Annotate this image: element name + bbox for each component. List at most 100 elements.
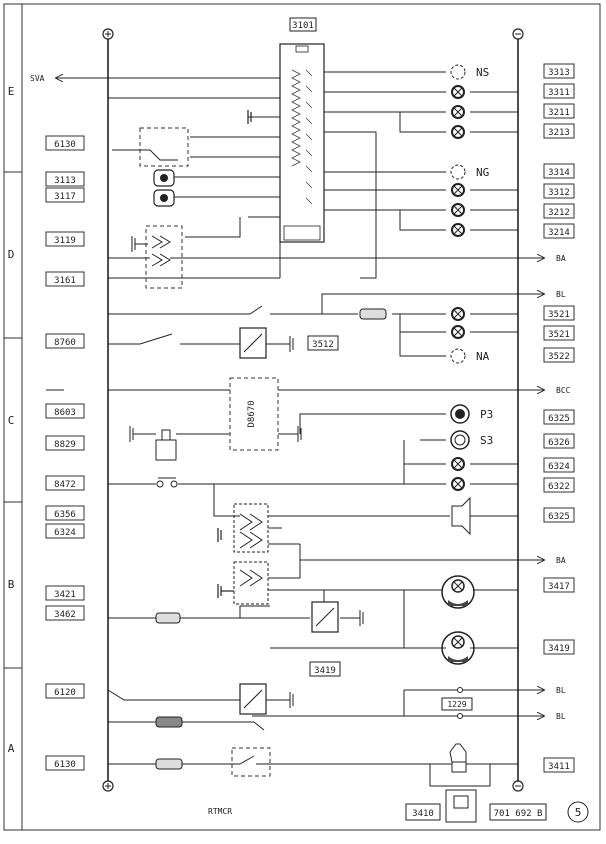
footer-box-3410 — [405, 803, 441, 821]
indicator-wires — [299, 413, 518, 485]
zone-label-b: B — [8, 578, 15, 591]
page-number: 5 — [575, 806, 582, 819]
relay-3512-label-box — [307, 335, 339, 351]
left-ref-label: 3113 — [54, 176, 76, 186]
fuse-box-1229-label: 1229 — [447, 700, 466, 709]
right-ref-label: 6324 — [548, 462, 570, 472]
left-ref-label: 3117 — [54, 192, 76, 202]
right-ref-label: 3312 — [548, 188, 570, 198]
relay-internal-contacts — [291, 69, 313, 205]
left-ref-label: 3462 — [54, 610, 76, 620]
left-ref-label: 8603 — [54, 408, 76, 418]
right-ref-label: 6325 — [548, 512, 570, 522]
left-ref-label: 8829 — [54, 440, 76, 450]
relay-coil-mark-3419 — [315, 607, 335, 627]
left-ref-label: 6356 — [54, 510, 76, 520]
right-ref-label: 3411 — [548, 762, 570, 772]
arrow-label-right-e: BL — [556, 686, 566, 695]
page-number-circle — [567, 801, 589, 823]
relay-3419-circuit — [108, 589, 518, 649]
right-ref-label: 6325 — [548, 414, 570, 424]
arrow-label-right-f: BL — [556, 712, 566, 721]
fuse-row-wires — [108, 293, 518, 357]
lamp-crosses-middle — [453, 309, 463, 337]
timer-wiring — [108, 389, 518, 442]
right-reference-labels: 3313 3311 3211 3213 3314 3312 3212 3214 … — [548, 68, 570, 772]
dashed-switch-block — [145, 225, 183, 289]
right-ref-label: 3211 — [548, 108, 570, 118]
lamp-feed-wires — [324, 71, 518, 279]
left-ref-label: 3421 — [54, 590, 76, 600]
footer-component — [453, 795, 469, 809]
left-ref-label: 6130 — [54, 140, 76, 150]
arrow-label-top-left: SVA — [30, 74, 45, 83]
arrow-label-right-b: BCC — [556, 386, 571, 395]
relay-group-b — [233, 503, 518, 605]
right-ref-label: 3521 — [548, 330, 570, 340]
ground-symbol — [247, 110, 252, 124]
right-ref-label: 6322 — [548, 482, 570, 492]
connector-dot — [457, 713, 463, 719]
rail-signs — [105, 31, 521, 789]
section-a-wiring — [108, 721, 518, 787]
relay-6120-circuit — [107, 689, 518, 717]
right-ref-label: 3214 — [548, 228, 570, 238]
right-ref-label: 3419 — [548, 644, 570, 654]
zone-label-e: E — [8, 85, 15, 98]
timer-module-housing — [229, 377, 279, 451]
relay-coil-mark-6120 — [243, 689, 263, 709]
doc-number-box — [489, 803, 547, 821]
arrow-label-right-c: BA — [556, 556, 566, 565]
left-reference-labels: 6130 3113 3117 3119 3161 8760 8603 8829 … — [54, 140, 76, 770]
headlamp-lower — [441, 631, 475, 665]
fuse-box-1229 — [441, 697, 473, 711]
switch-contact-a — [239, 755, 255, 765]
relay-3101-label-box — [289, 17, 317, 32]
footer-box-3410-label: 3410 — [412, 809, 434, 819]
arrow-label-right-a: BA — [556, 254, 566, 263]
headlamp-upper — [441, 575, 475, 609]
left-ref-label: 3119 — [54, 236, 76, 246]
lamp-crosses-lower — [453, 459, 463, 489]
relay-coil-mark — [243, 333, 263, 353]
right-ref-label: 3521 — [548, 310, 570, 320]
relay-3419-label: 3419 — [314, 666, 336, 676]
timer-module-label: D8670 — [247, 400, 257, 427]
right-ref-label: 3314 — [548, 168, 570, 178]
relay-module-base — [283, 225, 321, 241]
relay-3101-label: 3101 — [292, 21, 314, 31]
left-ref-label: 6130 — [54, 760, 76, 770]
indicator-s3-inner — [454, 434, 466, 446]
siren-base — [451, 761, 467, 773]
indicator-label-s3: S3 — [480, 434, 493, 447]
right-ref-label: 3313 — [548, 68, 570, 78]
left-ref-label: 8760 — [54, 338, 76, 348]
relay-input-wires — [108, 77, 281, 279]
right-ref-label: 3212 — [548, 208, 570, 218]
zone-label-a: A — [8, 742, 15, 755]
relay-module-tab — [295, 45, 309, 53]
fuse-3521 — [359, 308, 387, 320]
right-ref-label: 6326 — [548, 438, 570, 448]
sensor-switch — [155, 439, 177, 461]
switch-block-contacts — [108, 235, 518, 267]
footer-left-caption: RTMCR — [208, 807, 232, 816]
right-ref-label: 3417 — [548, 582, 570, 592]
dashed-switch-housing — [139, 127, 189, 167]
left-ref-label: 6324 — [54, 528, 76, 538]
ground-symbols-b — [217, 528, 234, 598]
relay-3419-label-box — [309, 661, 341, 677]
sensor-switch-cap — [161, 429, 171, 441]
left-ref-label: 6120 — [54, 688, 76, 698]
fuse-6130 — [155, 716, 183, 728]
connector-dot — [457, 687, 463, 693]
left-reference-boxes — [45, 135, 85, 771]
arrow-label-right-d: BL — [556, 290, 566, 299]
zone-dividers — [4, 171, 22, 669]
left-ref-label: 8472 — [54, 480, 76, 490]
right-ref-label: 3522 — [548, 352, 570, 362]
switch-contact — [112, 149, 178, 161]
fuse-3419 — [155, 612, 181, 624]
horn-icon — [451, 496, 471, 536]
